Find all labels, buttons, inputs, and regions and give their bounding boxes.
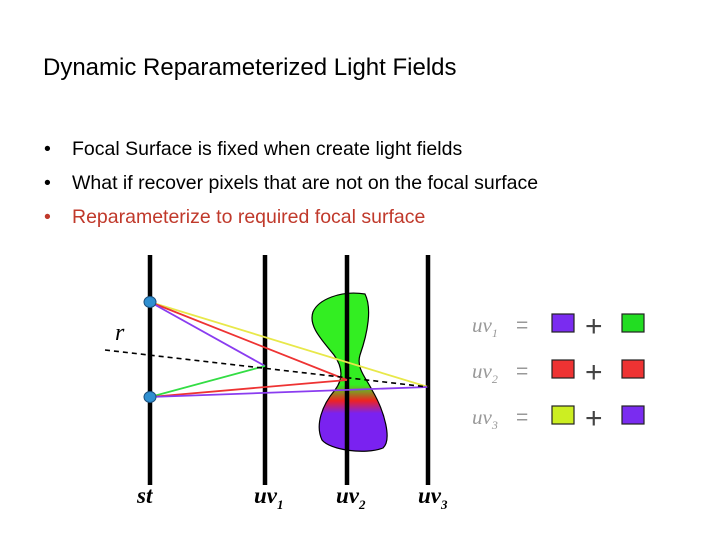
label-uv2-sub: 2 xyxy=(358,497,366,512)
color-swatch-left xyxy=(551,359,575,379)
bullet-item: • Reparameterize to required focal surfa… xyxy=(44,200,538,234)
color-swatch-right xyxy=(621,313,645,333)
equation-equals: = xyxy=(516,360,528,383)
equation-lhs: uv2 xyxy=(472,359,498,386)
color-swatch-right xyxy=(621,359,645,379)
color-swatch-left xyxy=(551,405,575,425)
label-uv3: uv3 xyxy=(418,483,448,512)
plus-sign: + xyxy=(585,402,603,435)
bullet-marker: • xyxy=(44,172,51,194)
ray-upper-purple xyxy=(149,301,266,367)
bullet-item: • What if recover pixels that are not on… xyxy=(44,166,538,200)
label-uv2-main: uv xyxy=(336,483,360,508)
color-swatch-right xyxy=(621,405,645,425)
sample-point-upper xyxy=(143,296,157,308)
bullet-marker: • xyxy=(44,206,51,228)
label-uv2: uv2 xyxy=(336,483,366,512)
bullet-text: What if recover pixels that are not on t… xyxy=(72,172,539,194)
label-uv1-sub: 1 xyxy=(277,497,284,512)
ray-upper-red xyxy=(149,301,348,381)
equation-row-3: uv3 = + xyxy=(472,402,645,435)
label-st: st xyxy=(136,483,153,508)
label-uv3-main: uv xyxy=(418,483,442,508)
label-uv1: uv1 xyxy=(254,483,284,512)
plus-sign: + xyxy=(585,310,603,343)
plus-sign: + xyxy=(585,356,603,389)
equation-lhs: uv3 xyxy=(472,405,498,432)
color-swatch-left xyxy=(551,313,575,333)
focal-surface-blob xyxy=(311,292,388,452)
equation-row-1: uv1 = + xyxy=(472,310,645,343)
slide-title: Dynamic Reparameterized Light Fields xyxy=(43,54,457,81)
ray-lower-red xyxy=(149,379,348,398)
equation-row-2: uv2 = + xyxy=(472,356,645,389)
sample-point-lower xyxy=(143,391,157,403)
bullet-marker: • xyxy=(44,138,51,160)
bullet-text: Focal Surface is fixed when create light… xyxy=(72,138,463,160)
ray-lower-purple xyxy=(149,386,429,398)
equation-equals: = xyxy=(516,406,528,429)
equation-equals: = xyxy=(516,314,528,337)
ray-lower-green xyxy=(149,365,266,398)
bullet-item: • Focal Surface is fixed when create lig… xyxy=(44,132,538,166)
equation-lhs: uv1 xyxy=(472,313,498,340)
label-uv3-sub: 3 xyxy=(440,497,448,512)
label-uv1-main: uv xyxy=(254,483,278,508)
label-st-main: st xyxy=(136,483,153,508)
ray-label: r xyxy=(115,320,125,346)
ray-upper-yellow xyxy=(149,301,429,388)
bullet-list: • Focal Surface is fixed when create lig… xyxy=(44,132,538,234)
ray-r-dashed xyxy=(104,349,429,388)
bullet-text: Reparameterize to required focal surface xyxy=(72,206,426,228)
